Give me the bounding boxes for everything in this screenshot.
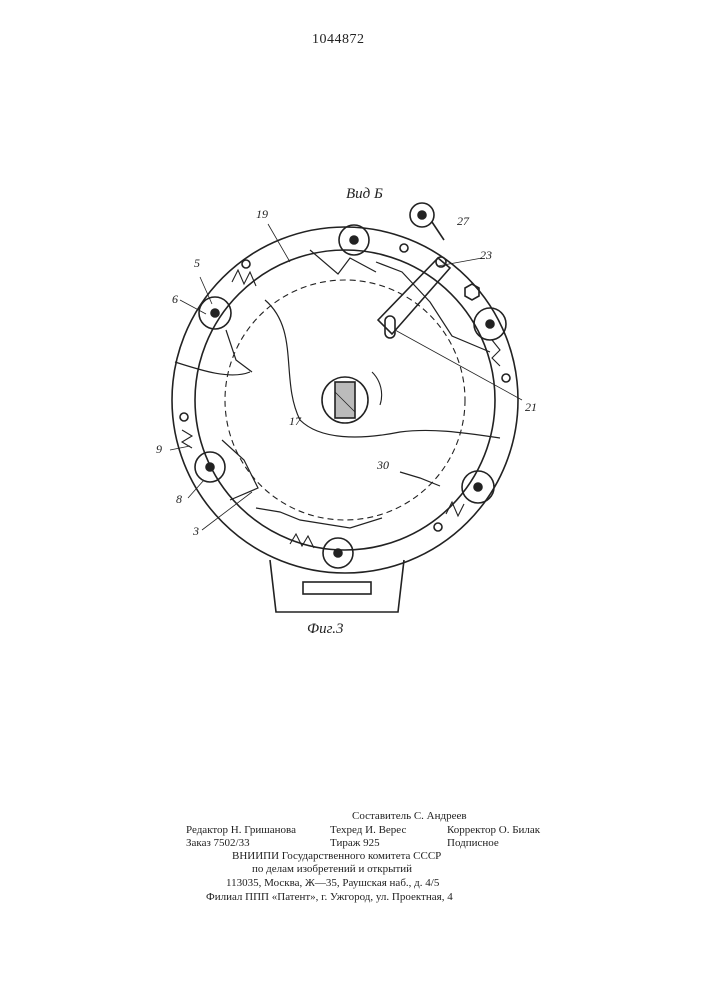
footer-circulation: Тираж 925 <box>330 837 380 850</box>
callout-27: 27 <box>457 214 469 229</box>
hex-nut <box>465 284 479 300</box>
spring-right <box>492 340 500 366</box>
callout-23: 23 <box>480 248 492 263</box>
callout-6: 6 <box>172 292 178 307</box>
callout-17: 17 <box>289 414 301 429</box>
callout-8: 8 <box>176 492 182 507</box>
slotted-link-23 <box>378 258 450 334</box>
callout-30: 30 <box>377 458 389 473</box>
footer-corrector: Корректор О. Билак <box>447 824 540 837</box>
pawl-segment-right <box>376 262 490 352</box>
slot-21 <box>385 316 395 338</box>
pawl-segment-lower <box>222 440 258 500</box>
footer-compiler: Составитель С. Андреев <box>352 810 467 823</box>
disk-break-line-left <box>175 362 250 375</box>
spring-top-left <box>232 270 256 286</box>
footer-techred: Техред И. Верес <box>330 824 406 837</box>
figure-caption: Фиг.3 <box>307 621 343 638</box>
rotation-arrow <box>372 372 382 405</box>
callout-21: 21 <box>525 400 537 415</box>
callout-19: 19 <box>256 207 268 222</box>
callout-5: 5 <box>194 256 200 271</box>
view-label: Вид Б <box>346 186 383 203</box>
callout-3: 3 <box>193 524 199 539</box>
bracket-slot <box>303 582 371 594</box>
footer-order: Заказ 7502/33 <box>186 837 250 850</box>
shaft-square <box>335 382 355 418</box>
spring-left <box>182 430 192 448</box>
footer-subscription: Подписное <box>447 837 499 850</box>
pawl-segment <box>310 250 376 274</box>
footer-editor: Редактор Н. Гришанова <box>186 824 296 837</box>
pawl-segment-bottom <box>256 508 382 528</box>
footer-org-line2: по делам изобретений и открытий <box>252 863 412 876</box>
footer-org-line1: ВНИИПИ Государственного комитета СССР <box>232 850 441 863</box>
spring-lower-right <box>446 502 464 516</box>
callout-9: 9 <box>156 442 162 457</box>
footer-address: 113035, Москва, Ж—35, Раушская наб., д. … <box>226 877 439 890</box>
footer-branch: Филиал ППП «Патент», г. Ужгород, ул. Про… <box>206 891 453 904</box>
pawl-segment-30 <box>400 472 440 486</box>
